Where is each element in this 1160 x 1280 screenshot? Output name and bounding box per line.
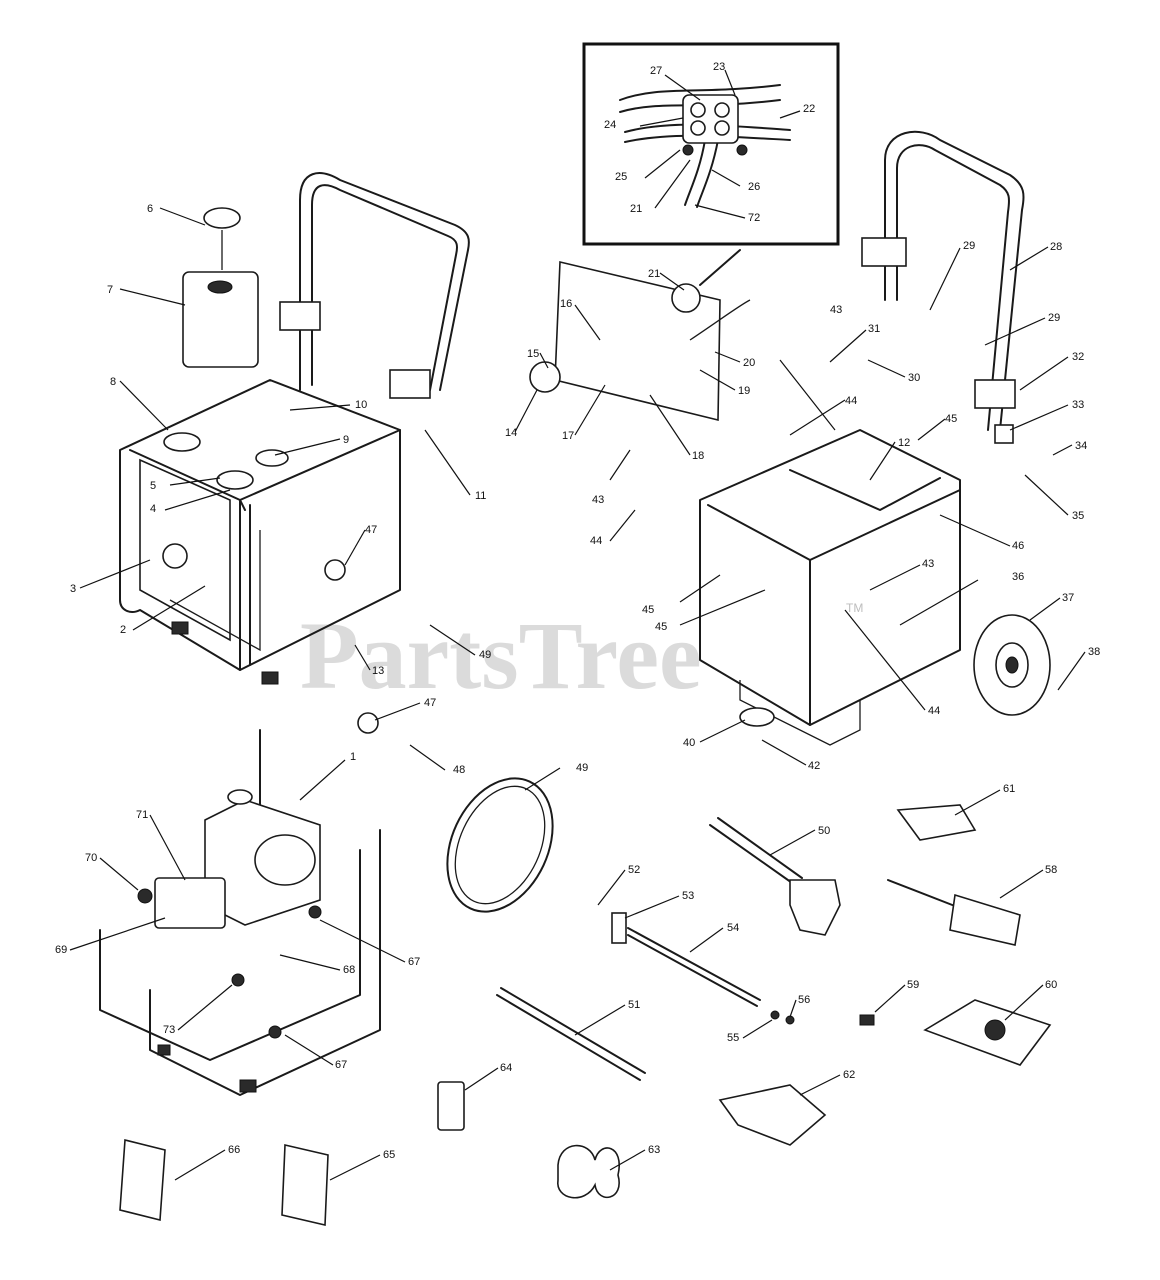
callout-32: 32 <box>1072 351 1084 363</box>
callout-2: 2 <box>120 624 126 636</box>
callout-4: 4 <box>150 503 156 515</box>
callout-21b: 21 <box>630 203 642 215</box>
callout-43b: 43 <box>592 494 604 506</box>
callout-44c: 44 <box>928 705 940 717</box>
callout-49: 49 <box>479 649 491 661</box>
callout-67b: 67 <box>335 1059 347 1071</box>
callout-25: 25 <box>615 171 627 183</box>
callout-8: 8 <box>110 376 116 388</box>
callout-45: 45 <box>945 413 957 425</box>
callout-47: 47 <box>365 524 377 536</box>
callout-10: 10 <box>355 399 367 411</box>
callout-58: 58 <box>1045 864 1057 876</box>
callout-9: 9 <box>343 434 349 446</box>
callout-1: 1 <box>350 751 356 763</box>
callout-14: 14 <box>505 427 517 439</box>
callout-3: 3 <box>70 583 76 595</box>
callout-62: 62 <box>843 1069 855 1081</box>
callout-5: 5 <box>150 480 156 492</box>
callout-30: 30 <box>908 372 920 384</box>
watermark: PartsTree TM <box>300 601 863 709</box>
svg-text:PartsTree: PartsTree <box>300 602 702 709</box>
callout-27: 27 <box>650 65 662 77</box>
callout-73: 73 <box>163 1024 175 1036</box>
callout-20: 20 <box>743 357 755 369</box>
callout-54: 54 <box>727 922 739 934</box>
callout-35: 35 <box>1072 510 1084 522</box>
callout-38: 38 <box>1088 646 1100 658</box>
callout-59: 59 <box>907 979 919 991</box>
callout-31: 31 <box>868 323 880 335</box>
callout-26: 26 <box>748 181 760 193</box>
callout-45b: 45 <box>642 604 654 616</box>
callout-66: 66 <box>228 1144 240 1156</box>
control-panel-assembly <box>514 249 751 456</box>
callout-17: 17 <box>562 430 574 442</box>
callout-55: 55 <box>727 1032 739 1044</box>
callout-12: 12 <box>898 437 910 449</box>
callout-28: 28 <box>1050 241 1062 253</box>
callout-23: 23 <box>713 61 725 73</box>
callout-44b: 44 <box>590 535 602 547</box>
callout-64: 64 <box>500 1062 512 1074</box>
callout-37: 37 <box>1062 592 1074 604</box>
svg-text:TM: TM <box>846 601 863 615</box>
callout-51: 51 <box>628 999 640 1011</box>
callout-7: 7 <box>107 284 113 296</box>
callout-60: 60 <box>1045 979 1057 991</box>
callout-36: 36 <box>1012 571 1024 583</box>
engine-pump-assembly <box>69 729 406 1096</box>
pump-detail-inset <box>582 42 840 246</box>
right-frame-assembly <box>609 130 1086 766</box>
accessories <box>119 767 1052 1226</box>
callout-52: 52 <box>628 864 640 876</box>
callout-11: 11 <box>475 490 486 502</box>
callout-34: 34 <box>1075 440 1087 452</box>
callout-16: 16 <box>560 298 572 310</box>
callout-45c: 45 <box>655 621 667 633</box>
callout-69: 69 <box>55 944 67 956</box>
callout-71: 71 <box>136 809 148 821</box>
callout-65: 65 <box>383 1149 395 1161</box>
callout-6: 6 <box>147 203 153 215</box>
callout-29b: 29 <box>1048 312 1060 324</box>
callout-13: 13 <box>372 665 384 677</box>
left-frame-assembly <box>79 172 476 771</box>
callout-43c: 43 <box>922 558 934 570</box>
callout-15: 15 <box>527 348 539 360</box>
callout-63: 63 <box>648 1144 660 1156</box>
callout-50: 50 <box>818 825 830 837</box>
callout-40: 40 <box>683 737 695 749</box>
callout-33: 33 <box>1072 399 1084 411</box>
callout-53: 53 <box>682 890 694 902</box>
callout-24: 24 <box>604 119 616 131</box>
callout-70: 70 <box>85 852 97 864</box>
callout-43: 43 <box>830 304 842 316</box>
callout-68: 68 <box>343 964 355 976</box>
callout-42: 42 <box>808 760 820 772</box>
callout-72: 72 <box>748 212 760 224</box>
callout-18: 18 <box>692 450 704 462</box>
callout-29: 29 <box>963 240 975 252</box>
callout-47b: 47 <box>424 697 436 709</box>
callout-48: 48 <box>453 764 465 776</box>
callout-67: 67 <box>408 956 420 968</box>
callout-44: 44 <box>845 395 857 407</box>
callout-46: 46 <box>1012 540 1024 552</box>
callout-21: 21 <box>648 268 660 280</box>
callout-labels: 1 2 3 4 5 6 7 8 9 10 11 12 13 14 15 16 1… <box>55 61 1100 1161</box>
callout-61: 61 <box>1003 783 1015 795</box>
callout-49b: 49 <box>576 762 588 774</box>
callout-22: 22 <box>803 103 815 115</box>
callout-19: 19 <box>738 385 750 397</box>
callout-56: 56 <box>798 994 810 1006</box>
